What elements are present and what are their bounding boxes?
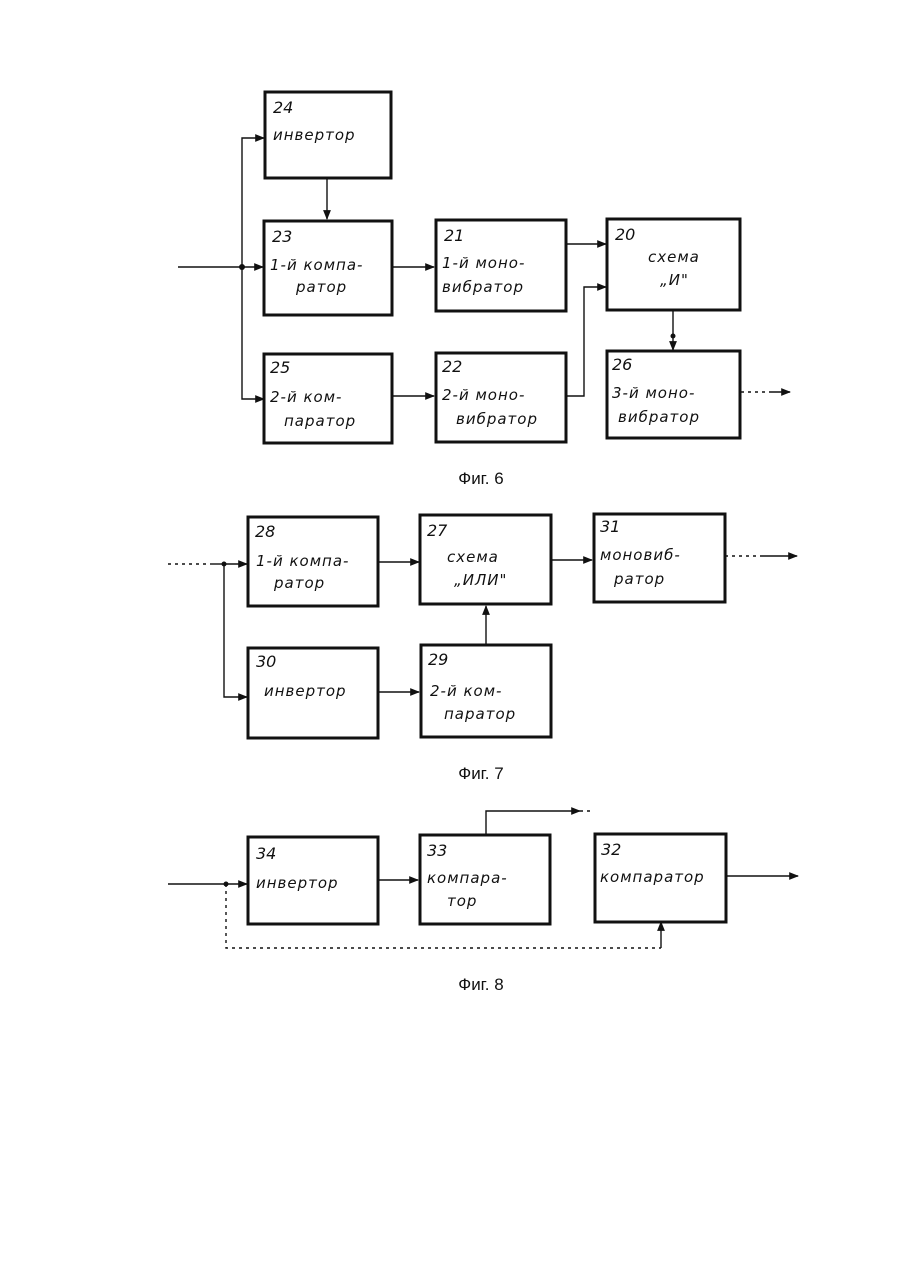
block-label: инвертор [256, 874, 339, 892]
figure-caption: Фиг. 8 [458, 975, 503, 994]
block-21-monovibrator-1: 21 1-й моно- вибратор [436, 220, 566, 311]
block-number: 23 [272, 227, 292, 246]
block-number: 33 [427, 841, 447, 860]
block-label: 2-й ком- [430, 682, 502, 700]
block-number: 28 [255, 522, 275, 541]
block-number: 21 [444, 226, 464, 245]
block-number: 32 [601, 840, 621, 859]
figure-8: 34 инвертор 33 компара- тор 32 компарато… [168, 811, 798, 994]
block-label: паратор [284, 412, 356, 430]
block-number: 20 [615, 225, 635, 244]
block-number: 27 [427, 521, 448, 540]
block-label: схема [648, 248, 700, 266]
block-label: 2-й моно- [442, 386, 525, 404]
block-label: вибратор [456, 410, 538, 428]
block-label: 1-й моно- [442, 254, 525, 272]
block-label: компаратор [600, 868, 705, 886]
block-20-and-gate: 20 схема „И" [607, 219, 740, 310]
block-number: 24 [273, 98, 293, 117]
block-label: вибратор [618, 408, 700, 426]
block-label: инвертор [264, 682, 347, 700]
block-number: 30 [256, 652, 276, 671]
block-label: инвертор [273, 126, 356, 144]
block-number: 29 [428, 650, 448, 669]
block-27-or-gate: 27 схема „ИЛИ" [420, 515, 551, 604]
block-23-comparator-1: 23 1-й компа- ратор [264, 221, 392, 315]
block-number: 25 [270, 358, 290, 377]
block-label: 3-й моно- [612, 384, 695, 402]
block-label: 2-й ком- [270, 388, 342, 406]
figure-7: 28 1-й компа- ратор 27 схема „ИЛИ" 31 мо… [168, 514, 797, 783]
block-label: моновиб- [600, 546, 681, 564]
block-29-comparator-2: 29 2-й ком- паратор [421, 645, 551, 737]
block-label: схема [447, 548, 499, 566]
block-number: 34 [256, 844, 276, 863]
block-label: „ИЛИ" [454, 571, 507, 589]
block-number: 31 [600, 517, 620, 536]
block-label: паратор [444, 705, 516, 723]
block-25-comparator-2: 25 2-й ком- паратор [264, 354, 392, 443]
block-33-comparator: 33 компара- тор [420, 835, 550, 924]
block-22-monovibrator-2: 22 2-й моно- вибратор [436, 353, 566, 442]
figure-caption: Фиг. 7 [458, 764, 503, 783]
block-label: ратор [273, 574, 325, 592]
block-26-monovibrator-3: 26 3-й моно- вибратор [607, 351, 740, 438]
block-32-comparator: 32 компаратор [595, 834, 726, 922]
figure-6: 24 инвертор 23 1-й компа- ратор 21 1-й м… [178, 92, 790, 488]
block-label: 1-й компа- [270, 256, 363, 274]
figure-caption: Фиг. 6 [458, 469, 503, 488]
block-31-monovibrator: 31 моновиб- ратор [594, 514, 725, 602]
block-label: 1-й компа- [256, 552, 349, 570]
block-label: вибратор [442, 278, 524, 296]
block-label: ратор [295, 278, 347, 296]
block-30-inverter: 30 инвертор [248, 648, 378, 738]
block-number: 22 [442, 357, 462, 376]
block-34-inverter: 34 инвертор [248, 837, 378, 924]
block-label: ратор [613, 570, 665, 588]
block-label: „И" [660, 271, 689, 289]
block-label: тор [447, 892, 477, 910]
block-28-comparator-1: 28 1-й компа- ратор [248, 517, 378, 606]
block-24-inverter: 24 инвертор [265, 92, 391, 178]
block-label: компара- [427, 869, 508, 887]
block-number: 26 [612, 355, 632, 374]
